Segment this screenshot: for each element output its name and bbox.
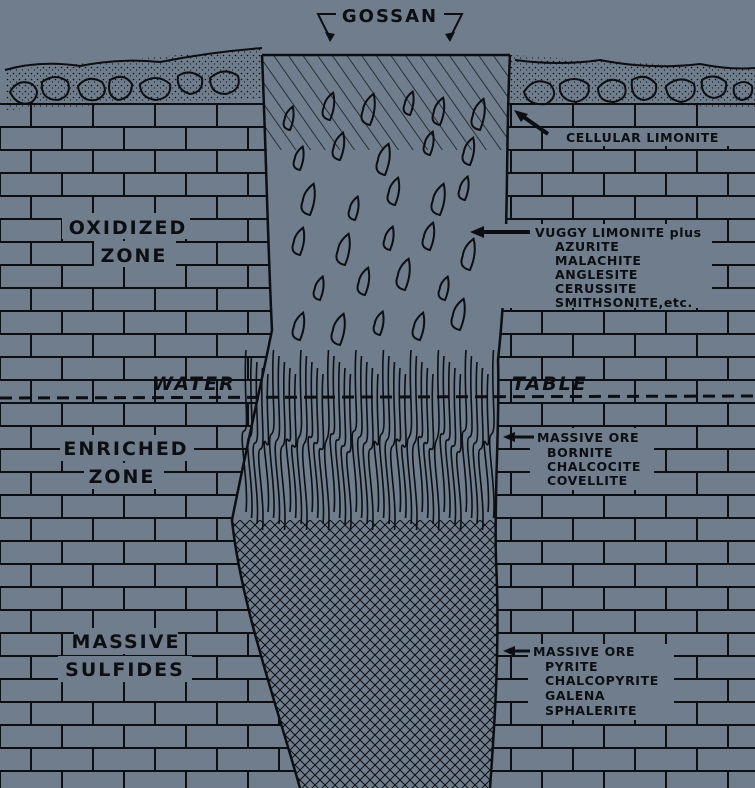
svg-text:CELLULAR LIMONITE: CELLULAR LIMONITE <box>566 130 719 145</box>
svg-text:MALACHITE: MALACHITE <box>555 253 642 268</box>
svg-text:PYRITE: PYRITE <box>545 659 598 674</box>
enriched-zone-label: ENRICHED ZONE <box>60 435 194 489</box>
vuggy-limonite-callout: VUGGY LIMONITE plus AZURITE MALACHITE AN… <box>470 224 712 310</box>
svg-text:ZONE: ZONE <box>101 245 168 267</box>
svg-text:AZURITE: AZURITE <box>555 239 619 254</box>
oxidized-zone-label: OXIDIZED ZONE <box>62 213 190 267</box>
svg-text:GALENA: GALENA <box>545 688 605 703</box>
svg-text:SMITHSONITE,etc.: SMITHSONITE,etc. <box>555 295 693 310</box>
gravel-layer-left <box>5 48 262 110</box>
svg-text:SPHALERITE: SPHALERITE <box>545 703 637 718</box>
primary-ore-callout: MASSIVE ORE PYRITE CHALCOPYRITE GALENA S… <box>503 644 674 720</box>
svg-text:CHALCOCITE: CHALCOCITE <box>547 459 641 474</box>
table-label: TABLE <box>512 373 588 395</box>
svg-text:BORNITE: BORNITE <box>547 445 613 460</box>
svg-text:MASSIVE: MASSIVE <box>72 631 181 653</box>
svg-text:MASSIVE ORE: MASSIVE ORE <box>533 644 635 659</box>
enriched-ore-callout: MASSIVE ORE BORNITE CHALCOCITE COVELLITE <box>503 428 654 490</box>
water-label: WATER <box>152 373 236 395</box>
gossan-label: GOSSAN <box>342 6 438 27</box>
gravel-layer-right <box>510 55 755 108</box>
svg-text:ANGLESITE: ANGLESITE <box>555 267 638 282</box>
svg-text:SULFIDES: SULFIDES <box>65 659 185 681</box>
svg-text:VUGGY LIMONITE plus: VUGGY LIMONITE plus <box>535 225 702 240</box>
svg-text:COVELLITE: COVELLITE <box>547 473 628 488</box>
svg-text:CHALCOPYRITE: CHALCOPYRITE <box>545 673 659 688</box>
svg-text:MASSIVE ORE: MASSIVE ORE <box>537 430 639 445</box>
ore-vein <box>232 55 510 788</box>
svg-text:ZONE: ZONE <box>89 466 156 488</box>
gossan-callout: GOSSAN <box>318 6 462 42</box>
svg-text:ENRICHED: ENRICHED <box>63 438 188 460</box>
svg-text:OXIDIZED: OXIDIZED <box>69 217 188 239</box>
svg-text:CERUSSITE: CERUSSITE <box>555 281 637 296</box>
